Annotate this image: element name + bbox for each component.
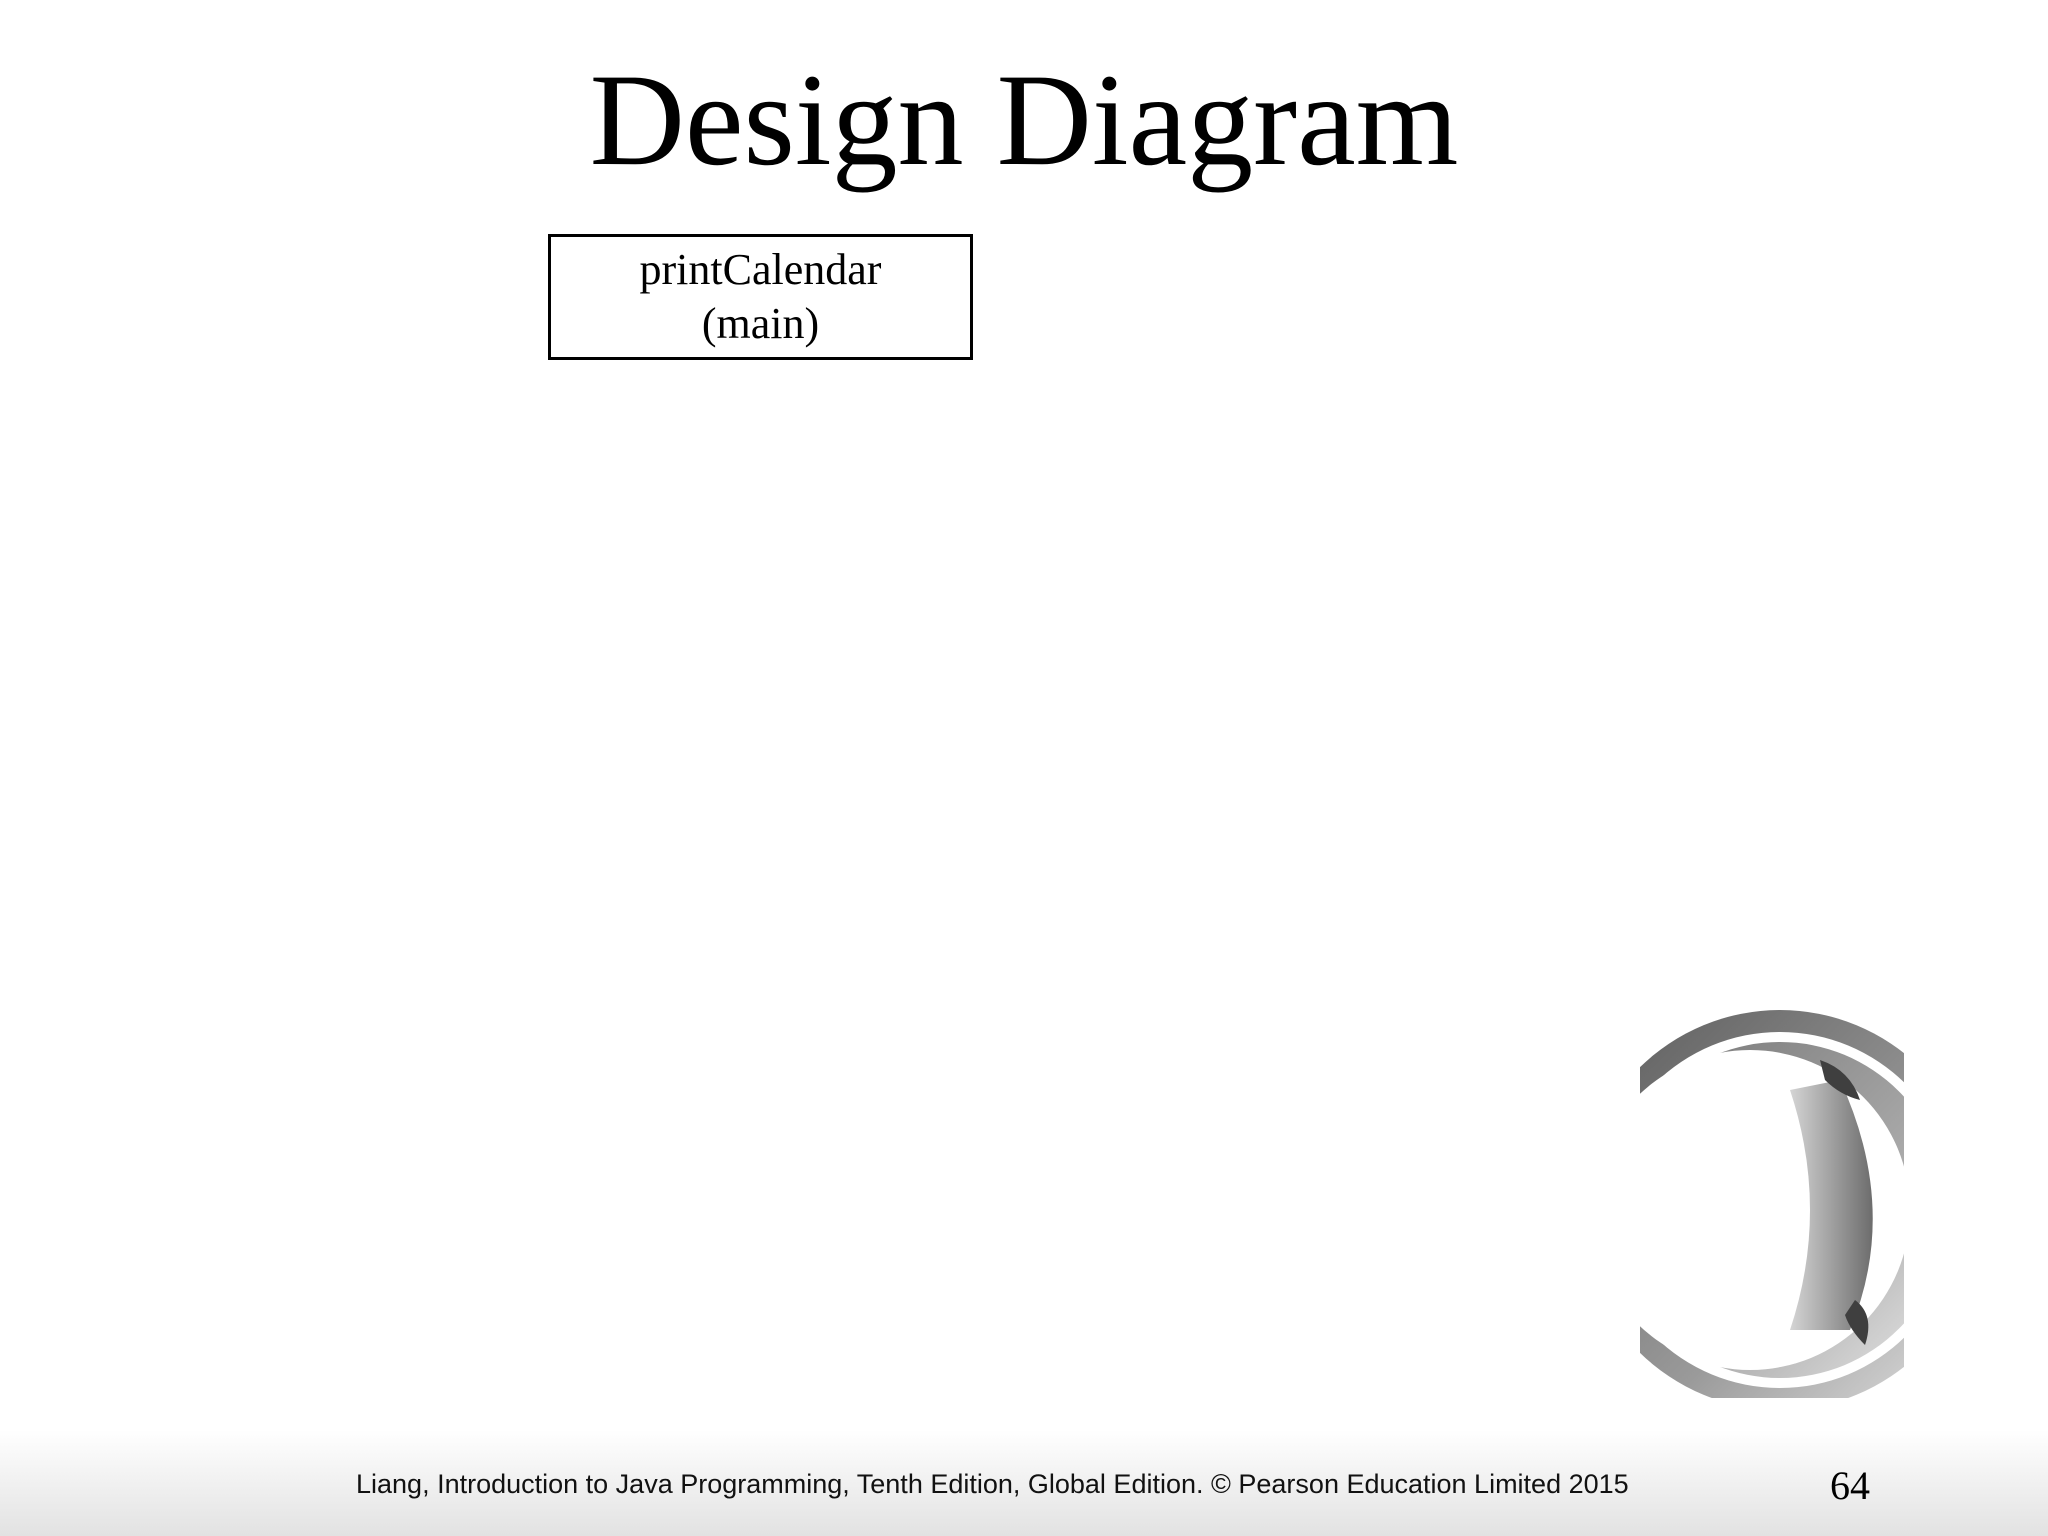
- diagram-node-label-line1: printCalendar: [639, 245, 882, 294]
- diagram-node-label-line2: (main): [701, 299, 820, 348]
- footer-band: [0, 1430, 2048, 1536]
- slide-title: Design Diagram: [589, 46, 1459, 193]
- diagram-node-print-calendar: printCalendar (main): [548, 234, 973, 360]
- page-number: 64: [1830, 1463, 1870, 1508]
- decorative-logo-icon: [1640, 1010, 2048, 1483]
- footer-citation: Liang, Introduction to Java Programming,…: [356, 1469, 1629, 1499]
